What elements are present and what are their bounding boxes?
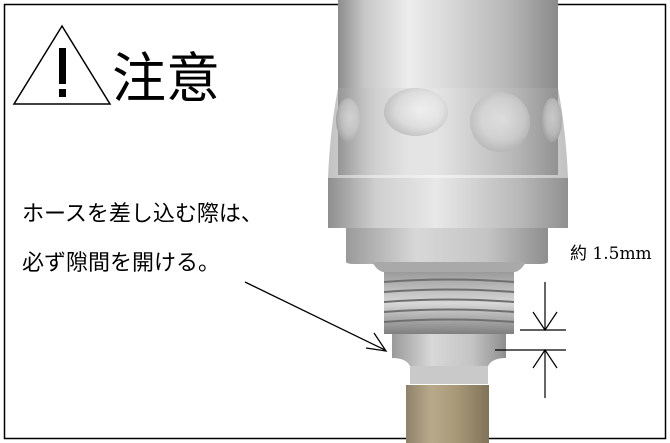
instruction-line-1: ホースを差し込む際は、 (22, 202, 263, 227)
leader-arrow (244, 281, 388, 352)
warning-triangle-icon (12, 24, 112, 105)
dimension-label: 約 1.5mm (570, 244, 652, 264)
caution-heading: 注意 (112, 47, 220, 110)
instruction-line-2: 必ず隙間を開ける。 (22, 251, 221, 276)
fitting (328, 0, 568, 384)
dimension-marks (495, 282, 566, 398)
hose (406, 385, 489, 443)
frame-border (3, 3, 667, 440)
